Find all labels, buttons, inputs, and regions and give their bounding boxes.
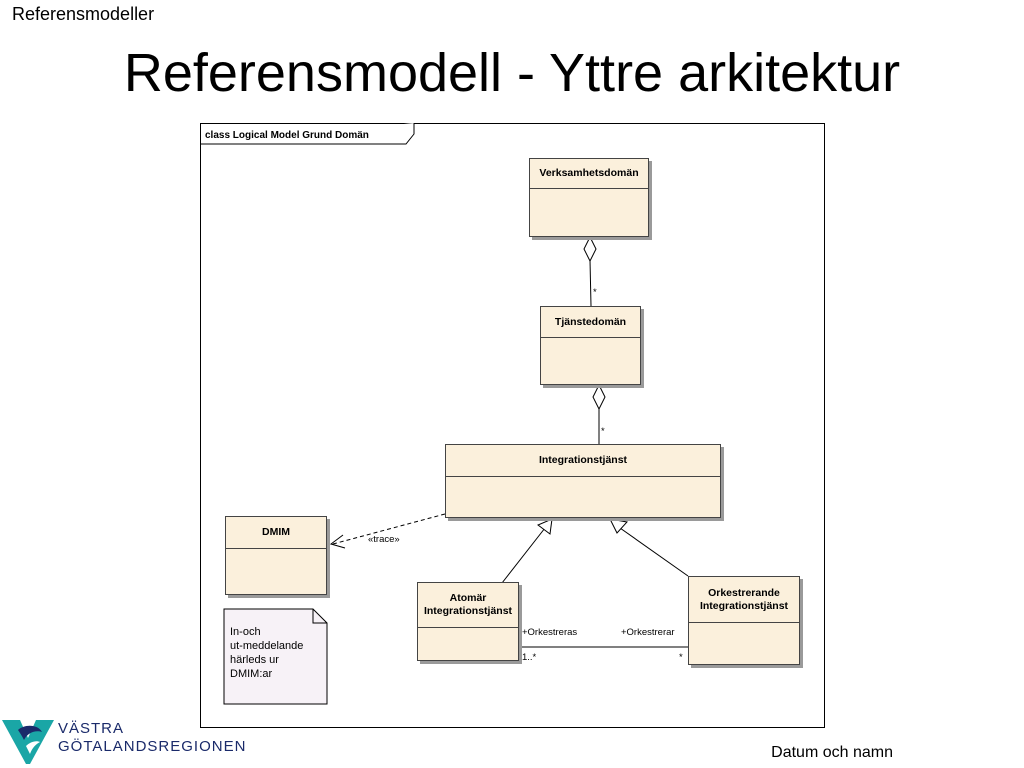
aggregation-diamond-1 (583, 235, 597, 263)
note-line: DMIM:ar (230, 668, 273, 680)
multiplicity-orkestrerande: * (679, 652, 683, 663)
class-dmim: DMIM (225, 516, 327, 595)
class-name-line2: Integrationstjänst (423, 605, 513, 617)
class-name-line1: Orkestrerande (708, 586, 780, 599)
class-name-line2: Integrationstjänst (699, 599, 789, 612)
aggregation-diamond-2 (592, 383, 606, 411)
note-fold (312, 609, 327, 624)
frame-label: class Logical Model Grund Domän (205, 130, 369, 141)
frame-tab (200, 123, 415, 145)
class-name: Verksamhetsdomän (530, 159, 648, 189)
class-name: Atomär Integrationstjänst (418, 583, 518, 628)
vgr-logo: VÄSTRA GÖTALANDSREGIONEN (0, 716, 250, 766)
logo-line1: VÄSTRA (58, 720, 125, 737)
trace-arrowhead (329, 534, 346, 549)
generalization-triangle-atomar (537, 518, 553, 535)
class-tjanstedoman: Tjänstedomän (540, 306, 641, 385)
role-orkestreras: +Orkestreras (522, 627, 578, 638)
class-name: Orkestrerande Integrationstjänst (689, 577, 799, 623)
class-name: DMIM (226, 517, 326, 549)
footer-date-name: Datum och namn (771, 744, 893, 761)
generalization-triangle-orkestrerande (609, 518, 628, 534)
class-atomar-integrationstjanst: Atomär Integrationstjänst (417, 582, 519, 661)
class-integrationstjanst: Integrationstjänst (445, 444, 721, 518)
trace-dependency (332, 513, 446, 545)
note-line: härleds ur (230, 654, 279, 666)
class-name-line1: Atomär (449, 592, 487, 604)
aggregation-line-1 (589, 259, 592, 307)
logo-line2: GÖTALANDSREGIONEN (58, 738, 247, 755)
slide-title: Referensmodell - Yttre arkitektur (123, 43, 901, 103)
trace-stereotype: «trace» (368, 534, 400, 545)
class-name: Tjänstedomän (541, 307, 640, 338)
multiplicity-verksamhet-tjanste: * (593, 287, 597, 298)
note-shape (223, 608, 328, 705)
multiplicity-atomar: 1..* (522, 652, 537, 663)
section-label: Referensmodeller (12, 4, 155, 24)
note-line: ut-meddelande (230, 640, 304, 652)
vgr-logo-icon (2, 720, 54, 764)
generalization-atomar (501, 527, 546, 584)
class-orkestrerande-integrationstjanst: Orkestrerande Integrationstjänst (688, 576, 800, 665)
class-name: Integrationstjänst (446, 445, 720, 477)
class-verksamhetsdoman: Verksamhetsdomän (529, 158, 649, 237)
multiplicity-tjanste-integration: * (601, 426, 605, 437)
note-text: In-och ut-meddelande härleds ur DMIM:ar (230, 625, 303, 681)
generalization-orkestrerande (619, 527, 689, 577)
role-orkestrerar: +Orkestrerar (621, 627, 675, 638)
note-line: In-och (230, 626, 261, 638)
